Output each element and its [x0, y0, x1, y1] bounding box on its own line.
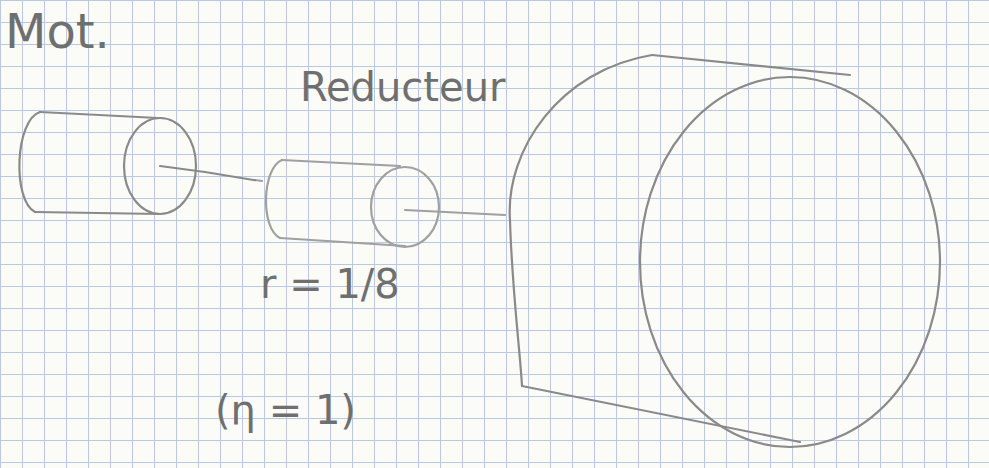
reducer-symbol [255, 160, 505, 247]
motor-box: Mot. [15, 100, 205, 220]
efficiency-label: (η = 1) [215, 388, 356, 432]
shaft-line [205, 172, 255, 180]
reducer-label: Reducteur [300, 65, 505, 109]
ratio-label: r = 1/8 [260, 262, 400, 306]
reducer-box: Reducteurr = 1/8(η = 1) [255, 140, 435, 255]
motor-label: Mot. [5, 5, 110, 58]
drum-symbol [510, 55, 940, 447]
motor-symbol [19, 112, 205, 214]
